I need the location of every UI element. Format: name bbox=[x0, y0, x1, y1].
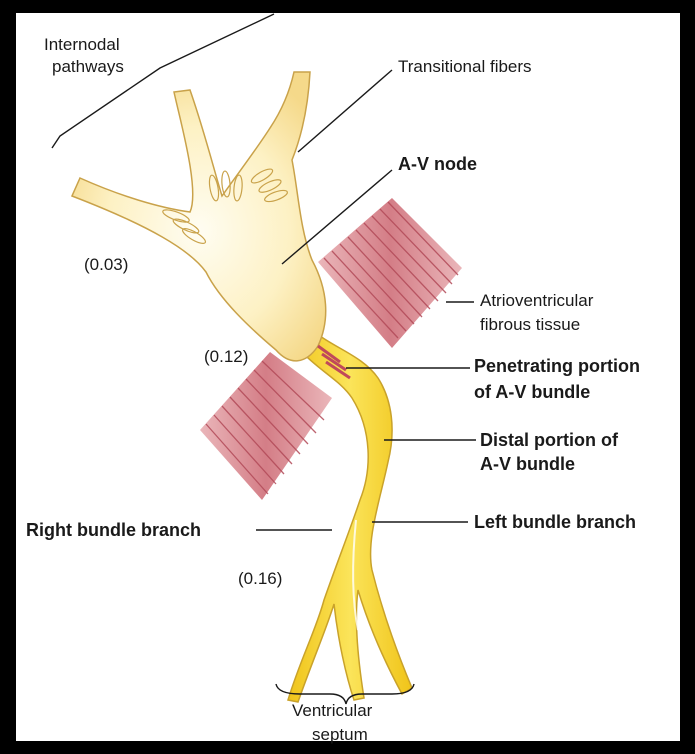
timing-label-3: (0.16) bbox=[238, 569, 282, 588]
fibrous-tissue-lower bbox=[200, 352, 332, 500]
internodal-label-1: Internodal bbox=[44, 35, 120, 54]
timing-label-2: (0.12) bbox=[204, 347, 248, 366]
transitional-label: Transitional fibers bbox=[398, 57, 532, 76]
av-node-label: A-V node bbox=[398, 154, 477, 174]
penetrating-label-1: Penetrating portion bbox=[474, 356, 640, 376]
right-bundle-label: Right bundle branch bbox=[26, 520, 201, 540]
atrioventricular-label-1: Atrioventricular bbox=[480, 291, 594, 310]
distal-label-2: A-V bundle bbox=[480, 454, 575, 474]
ventricular-label-1: Ventricular bbox=[292, 701, 373, 720]
penetrating-label-2: of A-V bundle bbox=[474, 382, 590, 402]
distal-label-1: Distal portion of bbox=[480, 430, 619, 450]
left-bundle-label: Left bundle branch bbox=[474, 512, 636, 532]
internodal-label-2: pathways bbox=[52, 57, 124, 76]
timing-label-1: (0.03) bbox=[84, 255, 128, 274]
transitional-leader bbox=[298, 70, 392, 152]
ventricular-label-2: septum bbox=[312, 725, 368, 744]
av-node bbox=[72, 72, 350, 378]
atrioventricular-label-2: fibrous tissue bbox=[480, 315, 580, 334]
fibrous-tissue-upper bbox=[318, 198, 462, 348]
